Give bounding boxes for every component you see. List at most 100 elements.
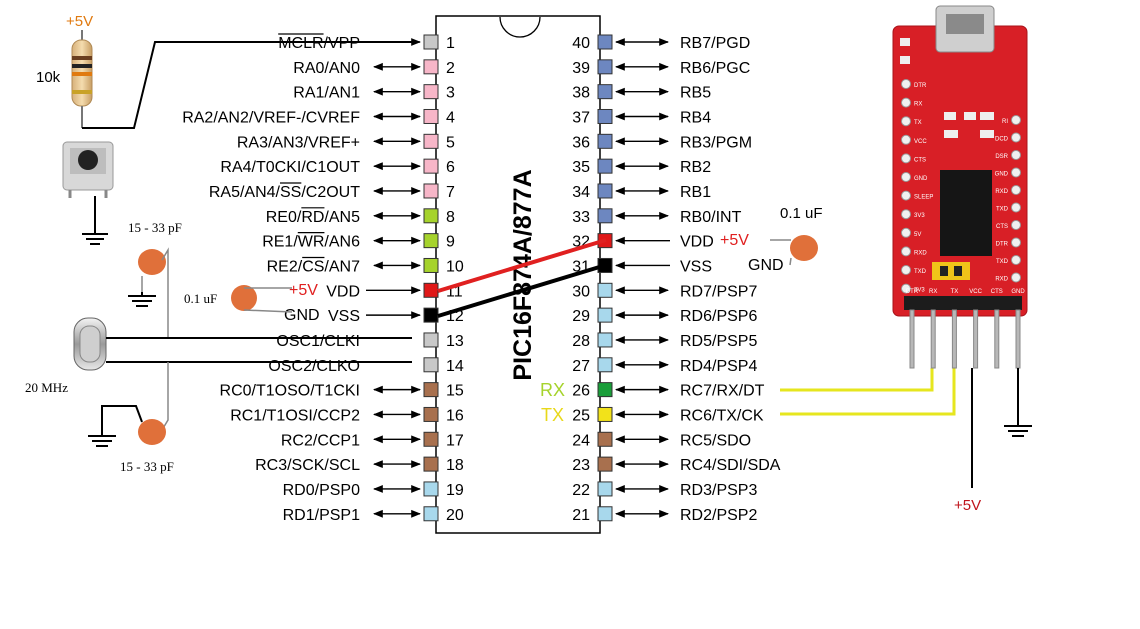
- ftdi-left-pad-label: 3V3: [914, 213, 925, 219]
- pin-21-label: RD2/PSP2: [680, 507, 757, 524]
- pin-40-label: RB7/PGD: [680, 35, 750, 52]
- pin-27-label: RD4/PSP4: [680, 358, 757, 375]
- crystal-20mhz: [73, 317, 107, 371]
- ftdi-right-pad-label: TXD: [996, 259, 1009, 265]
- cap-bottom-label: 15 - 33 pF: [120, 459, 174, 474]
- pin-24-pad: [597, 431, 613, 447]
- vdd-wire: [437, 238, 607, 293]
- pin-5-number: 5: [446, 134, 455, 151]
- pin-21-pad: [597, 506, 613, 522]
- pin-5-label: RA3/AN3/VREF+: [237, 134, 360, 151]
- ftdi-left-pad: [901, 97, 911, 108]
- ftdi-header-pin: [973, 309, 979, 369]
- pin-37-number: 37: [572, 109, 590, 126]
- ftdi-right-pad: [1011, 167, 1021, 178]
- pin-3-number: 3: [446, 85, 455, 102]
- ftdi-left-pad: [901, 246, 911, 257]
- ftdi-header-pin: [909, 309, 915, 369]
- pin-2-label: RA0/AN0: [293, 60, 360, 77]
- ftdi-left-pad: [901, 227, 911, 238]
- tx-label: TX: [541, 405, 564, 425]
- ftdi-header-pin-label: RX: [929, 289, 937, 295]
- pin-23-pad: [597, 456, 613, 472]
- ground-symbol-reset: [82, 233, 108, 245]
- pin-6-label: RA4/T0CKI/C1OUT: [220, 159, 360, 176]
- ftdi-left-pad: [901, 172, 911, 182]
- pin-31-label: VSS: [680, 258, 712, 275]
- pin-7-pad: [423, 183, 439, 199]
- pin-23-label: RC4/SDI/SDA: [680, 457, 781, 474]
- pin-10-pad: [423, 257, 439, 273]
- pin-24-label: RC5/SDO: [680, 432, 751, 449]
- pin-22-pad: [597, 481, 613, 497]
- pin-17-number: 17: [446, 432, 464, 449]
- ftdi-header-pin: [951, 309, 957, 369]
- ftdi-header-pin: [994, 309, 1000, 369]
- pin-38-label: RB5: [680, 85, 711, 102]
- pin-22-number: 22: [572, 482, 590, 499]
- pin-9-pad: [423, 233, 439, 249]
- pin-36-pad: [597, 133, 613, 149]
- pin-29-pad: [597, 307, 613, 323]
- ftdi-left-pad: [901, 79, 911, 89]
- pin-26-pad: [597, 382, 613, 398]
- ftdi-right-pad-label: RI: [1002, 119, 1008, 125]
- pin-30-number: 30: [572, 283, 590, 300]
- ftdi-header-pin-label: CTS: [991, 289, 1003, 295]
- pin-11-label: VDD: [326, 283, 360, 300]
- pin-33-number: 33: [572, 209, 590, 226]
- pin-15-label: RC0/T1OSO/T1CKI: [220, 383, 360, 400]
- pin-35-label: RB2: [680, 159, 711, 176]
- ftdi-header-pin-label: VCC: [969, 289, 982, 295]
- pin-21-number: 21: [572, 507, 590, 524]
- pin-25-number: 25: [572, 407, 590, 424]
- pin-36-label: RB3/PGM: [680, 134, 752, 151]
- pin-14-number: 14: [446, 358, 464, 375]
- pin-1-number: 1: [446, 35, 455, 52]
- ftdi-right-pad-label: DSR: [995, 154, 1008, 160]
- pin-37-label: RB4: [680, 109, 711, 126]
- chip-pins: 1MCLR/VPP2RA0/AN03RA1/AN14RA2/AN2/VREF-/…: [182, 33, 781, 524]
- pin-7-number: 7: [446, 184, 455, 201]
- pin-2-pad: [423, 59, 439, 75]
- pin-39-label: RB6/PGC: [680, 60, 750, 77]
- ftdi-left-pad: [901, 265, 911, 275]
- ftdi-left-pad: [901, 190, 911, 201]
- pin-23-number: 23: [572, 457, 590, 474]
- pin-10-number: 10: [446, 258, 464, 275]
- ftdi-header-housing: [904, 296, 1022, 310]
- reset-pushbutton: [62, 141, 114, 198]
- pin-28-number: 28: [572, 333, 590, 350]
- ftdi-left-pad-label: CTS: [914, 157, 926, 163]
- pin-12-pad: [423, 307, 439, 323]
- pin-20-number: 20: [446, 507, 464, 524]
- pin-1-label: MCLR/VPP: [278, 35, 360, 52]
- ftdi-right-pad-label: TXD: [996, 207, 1009, 213]
- ftdi-right-pad-label: CTS: [996, 224, 1008, 230]
- pin-32-label: VDD: [680, 234, 714, 251]
- pin-39-pad: [597, 59, 613, 75]
- decoupling-cap-right: [770, 235, 818, 266]
- pin-33-label: RB0/INT: [680, 209, 742, 226]
- pin12-gnd: GND: [284, 307, 320, 324]
- pin-1-pad: [423, 34, 439, 50]
- ftdi-left-pad: [901, 209, 911, 220]
- pin-18-label: RC3/SCK/SCL: [255, 457, 360, 474]
- ftdi-left-pad-label: SLEEP: [914, 195, 933, 201]
- ftdi-header-pin: [930, 309, 936, 369]
- pin-38-number: 38: [572, 85, 590, 102]
- pin-3-pad: [423, 84, 439, 100]
- reset-plus5v: +5V: [66, 13, 93, 30]
- pin-26-label: RC7/RX/DT: [680, 383, 765, 400]
- rx-label: RX: [540, 380, 565, 400]
- pin-40-number: 40: [572, 35, 590, 52]
- pin-7-label: RA5/AN4/SS/C2OUT: [209, 184, 360, 201]
- ftdi-left-pad: [901, 134, 911, 145]
- mclr-wire: [82, 41, 412, 129]
- cap-left-label: 0.1 uF: [184, 291, 217, 306]
- pin-30-label: RD7/PSP7: [680, 283, 757, 300]
- pin-8-pad: [423, 208, 439, 224]
- pin-28-label: RD5/PSP5: [680, 333, 757, 350]
